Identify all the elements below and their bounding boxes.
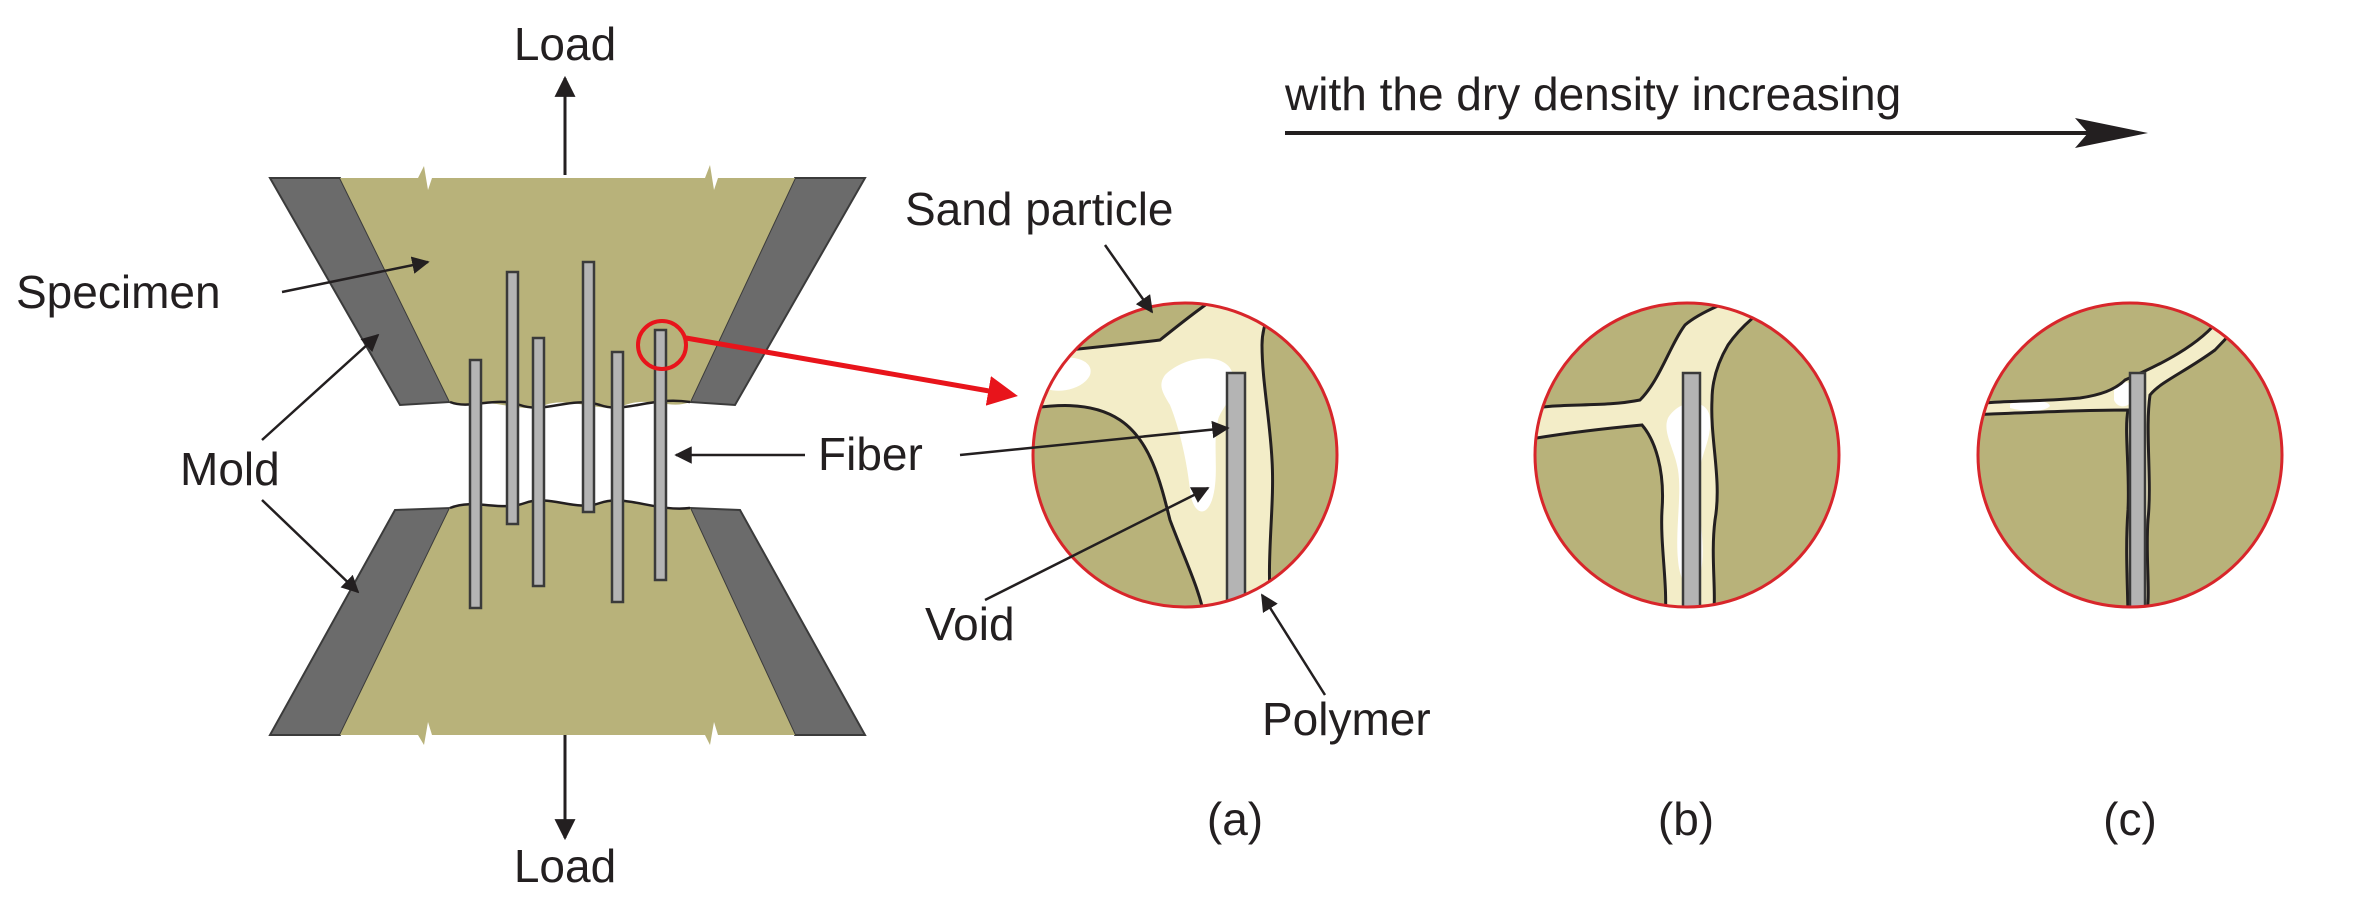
fiber-6 — [653, 328, 668, 582]
panel-a-fiber — [1225, 371, 1247, 607]
mold-leader-lower — [261, 499, 360, 594]
fiber-zoom-leader — [959, 420, 1230, 457]
fiber-4 — [581, 260, 596, 514]
specimen-upper-edge — [449, 399, 691, 409]
panel-a-void-3 — [1275, 282, 1321, 302]
specimen-assembly — [268, 75, 1018, 841]
polymer-leader — [1260, 593, 1327, 696]
panel-c — [1976, 301, 2284, 609]
panel-a — [1031, 282, 1339, 609]
panel-a-caption: (a) — [1207, 793, 1263, 845]
load-bottom-label: Load — [514, 840, 616, 892]
mold-leader-upper — [261, 333, 380, 441]
zoom-highlight-circle — [636, 319, 688, 371]
panel-b-fiber — [1681, 371, 1702, 607]
mold-label: Mold — [180, 443, 280, 495]
polymer-label: Polymer — [1262, 693, 1431, 745]
specimen-leader — [281, 256, 430, 294]
specimen-upper-half — [340, 165, 795, 408]
panel-c-void-2 — [2010, 400, 2050, 411]
sand-particle-label: Sand particle — [905, 183, 1174, 235]
zoom-arrow — [685, 335, 1018, 406]
panel-b-caption: (b) — [1658, 793, 1714, 845]
specimen-label: Specimen — [16, 266, 221, 318]
load-top-label: Load — [514, 18, 616, 70]
left-leader-lines — [261, 256, 805, 594]
fiber-5 — [610, 350, 625, 604]
fiber-label: Fiber — [818, 428, 923, 480]
void-leader — [984, 486, 1210, 602]
specimen-lower-edge — [449, 499, 691, 510]
fiber-2 — [505, 270, 520, 526]
specimen-lower-half — [340, 500, 795, 745]
panel-c-fiber — [2128, 371, 2147, 607]
void-label: Void — [925, 598, 1015, 650]
mold-lower-right — [688, 506, 867, 736]
trend-label: with the dry density increasing — [1284, 68, 1901, 120]
zoom-leader-lines — [959, 244, 1327, 696]
panel-b — [1533, 301, 1841, 609]
trend-arrow-head — [2075, 118, 2148, 148]
trend-indicator — [1285, 118, 2148, 148]
fiber-1 — [468, 358, 483, 610]
sand-particle-leader — [1103, 244, 1154, 314]
fiber-3 — [531, 336, 546, 588]
panel-a-void-1 — [1161, 358, 1235, 512]
panel-b-void-2 — [1765, 303, 1791, 306]
panel-c-caption: (c) — [2103, 793, 2157, 845]
